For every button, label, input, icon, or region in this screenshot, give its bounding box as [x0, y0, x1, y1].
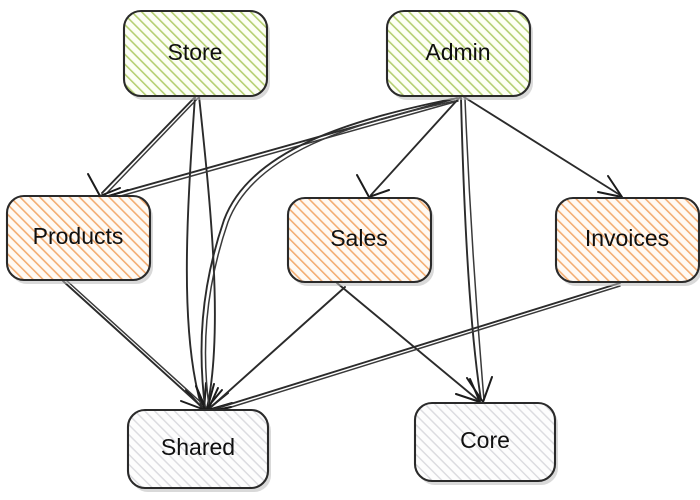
node-admin[interactable]: Admin — [385, 9, 533, 100]
node-layer: Store Admin Products Sales Invoices — [5, 9, 700, 492]
node-store[interactable]: Store — [122, 9, 270, 100]
edge-admin-products — [105, 97, 459, 206]
node-invoices[interactable]: Invoices — [554, 196, 700, 286]
node-sales[interactable]: Sales — [286, 196, 434, 286]
edge-invoices-shared — [205, 282, 621, 421]
edge-layer — [62, 95, 623, 421]
node-core[interactable]: Core — [413, 401, 558, 485]
edge-products-shared — [62, 279, 207, 411]
edge-sales-shared — [207, 286, 346, 411]
edge-admin-sales — [356, 96, 461, 198]
node-shared[interactable]: Shared — [126, 408, 271, 492]
edge-admin-invoices — [463, 96, 623, 198]
edge-store-products — [87, 95, 200, 197]
node-products[interactable]: Products — [5, 194, 153, 284]
edge-sales-core — [336, 282, 481, 403]
edge-admin-core — [460, 97, 493, 403]
